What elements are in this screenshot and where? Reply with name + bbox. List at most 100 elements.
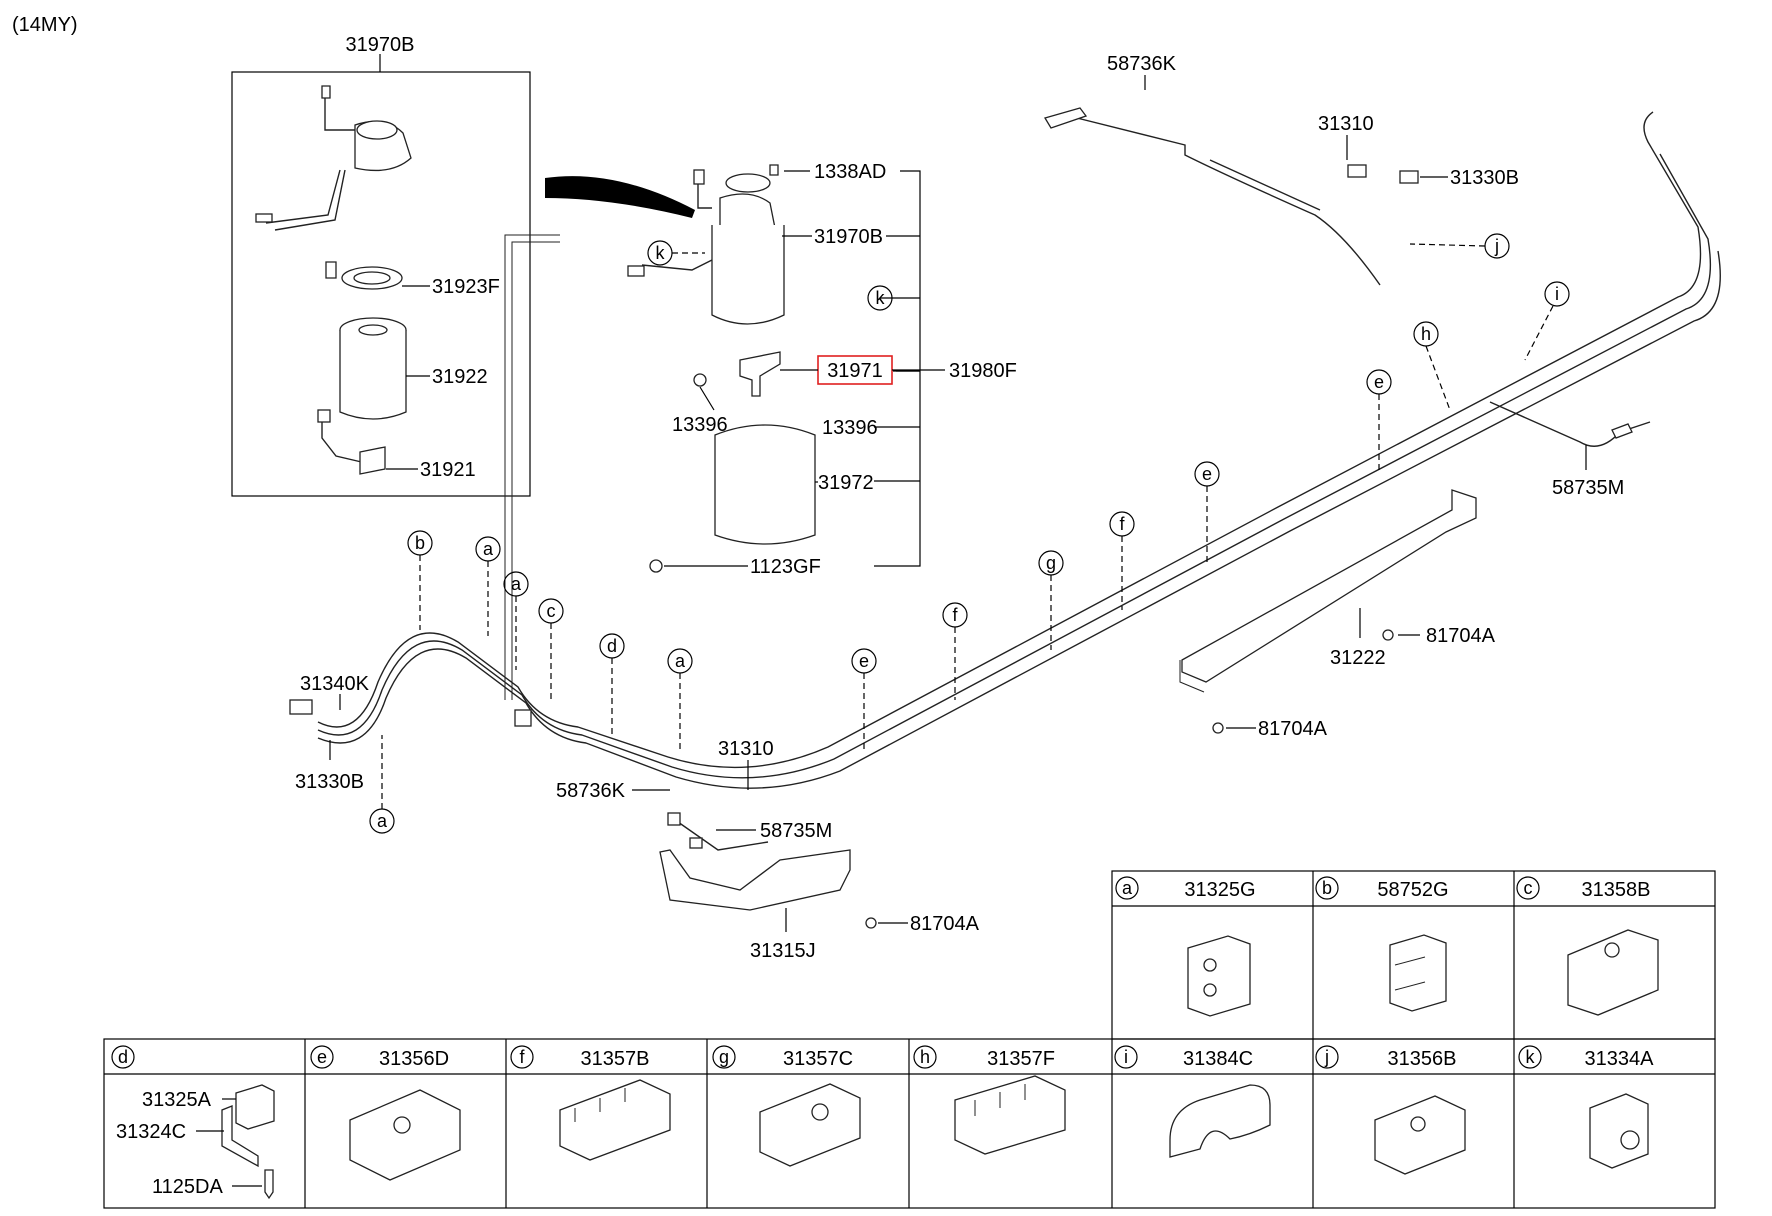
part-label-31330B-left[interactable]: 31330B: [295, 771, 364, 793]
part-label-31921[interactable]: 31921: [420, 459, 476, 481]
bolt-81704A-2[interactable]: [1212, 722, 1224, 734]
part-label-31325A[interactable]: 31325A: [142, 1089, 212, 1111]
svg-text:f: f: [1119, 514, 1125, 534]
part-label-31923F[interactable]: 31923F: [432, 276, 500, 298]
part-label-81704A-2[interactable]: 81704A: [1258, 718, 1328, 740]
part-label-1125DA[interactable]: 1125DA: [152, 1176, 223, 1198]
legend-letter-h: h: [920, 1047, 930, 1067]
svg-text:a: a: [675, 651, 686, 671]
legend-letter-f: f: [519, 1047, 525, 1067]
callout-e-3[interactable]: e: [1366, 369, 1392, 470]
seal-ring-part[interactable]: [325, 261, 403, 290]
callout-e-1[interactable]: e: [851, 648, 877, 750]
legend-part-31357C[interactable]: 31357C: [783, 1048, 853, 1070]
legend-top: a 31325G b 58752G c 31358B: [1111, 870, 1716, 1040]
pointer-arrow: [545, 176, 695, 218]
svg-text:a: a: [377, 811, 388, 831]
bolt-81704A-3[interactable]: [865, 917, 877, 929]
part-label-31315J[interactable]: 31315J: [750, 940, 816, 962]
part-label-31310-mid[interactable]: 31310: [718, 738, 774, 760]
part-label-31970B-top[interactable]: 31970B: [346, 34, 415, 56]
legend-letter-e: e: [317, 1047, 327, 1067]
part-label-13396-a[interactable]: 13396: [672, 414, 728, 436]
legend-part-31357B[interactable]: 31357B: [581, 1048, 650, 1070]
part-label-81704A-3[interactable]: 81704A: [910, 913, 980, 935]
part-label-13396-b[interactable]: 13396: [822, 417, 878, 439]
part-label-31340K[interactable]: 31340K: [300, 673, 370, 695]
part-label-31970B-mid[interactable]: 31970B: [814, 226, 883, 248]
part-label-58735M-mid[interactable]: 58735M: [760, 820, 832, 842]
part-label-1338AD[interactable]: 1338AD: [814, 161, 886, 183]
callout-a-3[interactable]: a: [667, 648, 693, 750]
part-label-58736K-mid[interactable]: 58736K: [556, 780, 626, 802]
legend-part-31356B[interactable]: 31356B: [1388, 1048, 1457, 1070]
clip-31357C-drawing[interactable]: [759, 1083, 861, 1167]
svg-text:g: g: [1046, 553, 1056, 573]
filter-cartridge-part[interactable]: [339, 317, 407, 420]
clip-31357B-drawing[interactable]: [559, 1079, 671, 1161]
svg-text:e: e: [1374, 372, 1384, 392]
part-label-31222[interactable]: 31222: [1330, 647, 1386, 669]
legend-part-31356D[interactable]: 31356D: [379, 1048, 449, 1070]
svg-text:a: a: [483, 539, 494, 559]
part-label-58735M-right[interactable]: 58735M: [1552, 477, 1624, 499]
callout-i[interactable]: i: [1524, 281, 1570, 361]
svg-text:b: b: [415, 533, 425, 553]
part-label-31324C[interactable]: 31324C: [116, 1121, 186, 1143]
clip-bracket-assembly-d[interactable]: [221, 1084, 275, 1200]
heat-protector-31315J[interactable]: [659, 849, 851, 911]
filter-head-part[interactable]: [255, 85, 412, 231]
legend-part-58752G[interactable]: 58752G: [1377, 879, 1448, 901]
callout-k-1[interactable]: k: [647, 240, 705, 266]
clip-31325G-drawing[interactable]: [1187, 935, 1251, 1017]
legend-letter-c: c: [1524, 878, 1533, 898]
legend-letter-b: b: [1322, 878, 1332, 898]
part-label-58736K-top[interactable]: 58736K: [1107, 53, 1177, 75]
callout-a-1[interactable]: a: [475, 536, 501, 636]
fuel-lines[interactable]: [289, 107, 1721, 851]
callout-a-2[interactable]: a: [503, 571, 529, 670]
clip-31356B-drawing[interactable]: [1374, 1095, 1466, 1175]
legend-letter-k: k: [1526, 1047, 1536, 1067]
clip-31358B-drawing[interactable]: [1567, 929, 1659, 1016]
part-label-31972[interactable]: 31972: [818, 472, 874, 494]
callout-e-2[interactable]: e: [1194, 461, 1220, 565]
clip-31357F-drawing[interactable]: [954, 1075, 1066, 1155]
callout-b[interactable]: b: [407, 530, 433, 630]
callout-j[interactable]: j: [1409, 233, 1510, 259]
legend-part-31357F[interactable]: 31357F: [987, 1048, 1055, 1070]
legend-part-31325G[interactable]: 31325G: [1184, 879, 1255, 901]
bolt-81704A-1[interactable]: [1382, 629, 1394, 641]
clip-31356D-drawing[interactable]: [349, 1089, 461, 1181]
svg-text:e: e: [859, 651, 869, 671]
legend-part-31358B[interactable]: 31358B: [1582, 879, 1651, 901]
clip-31334A-drawing[interactable]: [1589, 1093, 1649, 1169]
part-label-31922[interactable]: 31922: [432, 366, 488, 388]
part-label-1123GF[interactable]: 1123GF: [750, 556, 821, 578]
svg-text:d: d: [607, 636, 617, 656]
callout-f-1[interactable]: f: [942, 602, 968, 700]
legend-letter-d: d: [118, 1047, 128, 1067]
heat-protector-31222[interactable]: [1179, 489, 1477, 693]
svg-text:i: i: [1555, 284, 1559, 304]
clip-31384C-drawing[interactable]: [1169, 1084, 1271, 1158]
part-label-31310-top[interactable]: 31310: [1318, 113, 1374, 135]
callout-a-4[interactable]: a: [369, 735, 395, 834]
legend-letter-i: i: [1124, 1047, 1128, 1067]
legend-part-31334A[interactable]: 31334A: [1585, 1048, 1655, 1070]
callout-g[interactable]: g: [1038, 550, 1064, 650]
clip-58752G-drawing[interactable]: [1389, 934, 1447, 1012]
callout-h[interactable]: h: [1413, 321, 1451, 411]
callout-k-2[interactable]: k: [867, 285, 893, 311]
part-label-81704A-1[interactable]: 81704A: [1426, 625, 1496, 647]
callout-d[interactable]: d: [599, 633, 625, 735]
legend-part-31384C[interactable]: 31384C: [1183, 1048, 1253, 1070]
callout-c[interactable]: c: [538, 598, 564, 700]
part-label-31980F[interactable]: 31980F: [949, 360, 1017, 382]
callout-f-2[interactable]: f: [1109, 511, 1135, 610]
water-sensor-part[interactable]: [317, 409, 386, 475]
part-label-31971[interactable]: 31971: [827, 360, 883, 382]
part-label-31330B-top[interactable]: 31330B: [1450, 167, 1519, 189]
center-filter-assembly: [627, 164, 816, 573]
